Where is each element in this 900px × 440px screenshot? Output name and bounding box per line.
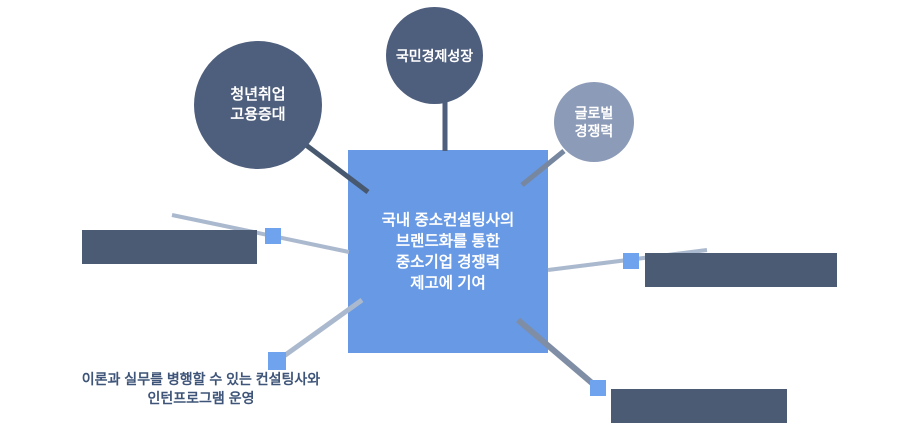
- goal-box-line: 국내 중소컨설팅사의: [381, 211, 515, 229]
- intern-program-caption-line: 인턴프로그램 운영: [147, 390, 255, 406]
- circle-global-competitiveness-label-line: 경쟁력: [574, 123, 614, 139]
- goal-box: 국내 중소컨설팅사의 브랜드화를 통한 중소기업 경쟁력 제고에 기여: [348, 150, 548, 353]
- connector-node-right: [623, 253, 639, 269]
- bottom-right-label-bar: [611, 389, 787, 423]
- circle-global-competitiveness: 글로벌 경쟁력: [554, 82, 634, 162]
- connector-line-goal-to-caption: [275, 297, 364, 364]
- connector-node-bottom-right: [590, 380, 606, 396]
- connector-line-global-to-goal: [520, 149, 566, 187]
- goal-box-line: 제고에 기여: [410, 274, 486, 292]
- right-label-bar: [645, 253, 837, 287]
- circle-youth-employment: 청년취업 고용증대: [194, 41, 322, 169]
- connector-node-bottom-left: [268, 352, 286, 370]
- circle-national-economy-label: 국민경제성장: [395, 47, 474, 64]
- circle-national-economy: 국민경제성장: [386, 7, 483, 104]
- left-label-bar: [82, 230, 257, 264]
- circle-youth-employment-label-line: 고용증대: [230, 106, 286, 123]
- intern-program-caption: 이론과 실무를 병행할 수 있는 컨설팅사와 인턴프로그램 운영: [41, 370, 361, 408]
- intern-program-caption-line: 이론과 실무를 병행할 수 있는 컨설팅사와: [81, 371, 321, 387]
- connector-line-left-bar-to-goal: [171, 213, 350, 254]
- connector-line-youth-to-goal: [300, 140, 370, 194]
- circle-global-competitiveness-label-line: 글로벌: [574, 105, 614, 121]
- goal-box-line: 브랜드화를 통한: [395, 232, 501, 250]
- connector-line-goal-to-bottom-right-bar: [516, 317, 601, 392]
- circle-youth-employment-label-line: 청년취업: [230, 86, 286, 103]
- goal-box-line: 중소기업 경쟁력: [395, 253, 501, 271]
- connector-node-left: [265, 228, 281, 244]
